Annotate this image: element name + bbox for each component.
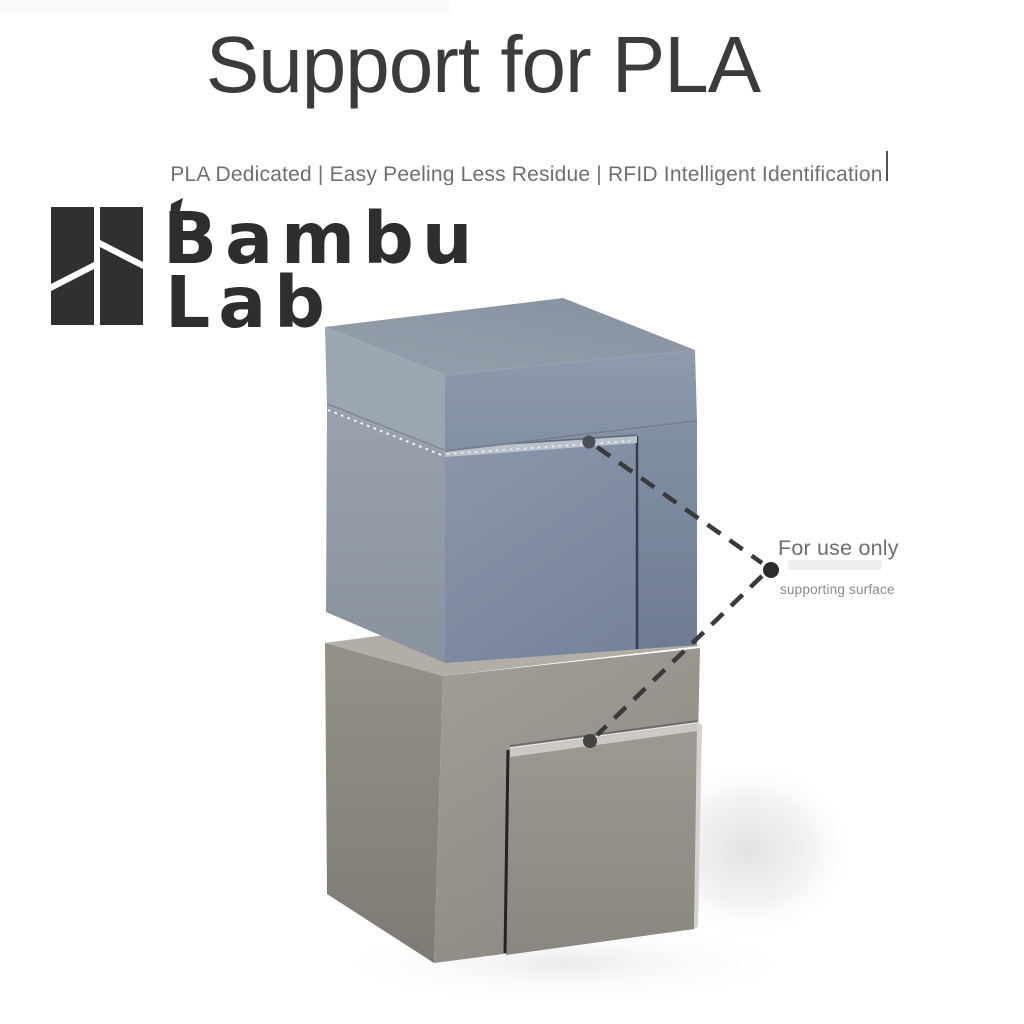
brand-wordmark-line1: Bambu xyxy=(163,197,481,280)
top-box-lid-left-face xyxy=(325,327,445,452)
ghost-text-artifact xyxy=(788,560,882,570)
callout-secondary-label: supporting surface xyxy=(780,582,895,597)
bambu-logo-icon xyxy=(51,198,183,325)
subtitle-clip: PLA Dedicated | Easy Peeling Less Residu… xyxy=(17,151,1024,185)
bottom-box-flap-seam xyxy=(503,749,510,954)
bottom-box-flap-edge xyxy=(694,722,702,929)
top-box-lid-front-face xyxy=(445,350,697,452)
bottom-box-flap xyxy=(506,724,697,955)
bottom-anchor-dot xyxy=(583,734,597,748)
top-box-body-front-face xyxy=(445,422,697,663)
brand-wordmark-line2: Lab xyxy=(165,261,333,344)
bottom-box-flap-highlight xyxy=(510,724,697,757)
top-box-body-left-face xyxy=(326,406,445,663)
perforation-dotted-line xyxy=(446,440,631,455)
subtitle-text: PLA Dedicated | Easy Peeling Less Residu… xyxy=(170,163,883,185)
top-box-flap xyxy=(637,428,697,649)
annotation-lines xyxy=(595,445,764,737)
page-title: Support for PLA xyxy=(205,20,761,109)
bottom-box-left-face xyxy=(325,643,443,963)
dashed-line-lower xyxy=(595,574,764,737)
callout-primary-label: For use only xyxy=(778,536,899,560)
logo-tick-icon xyxy=(170,198,183,220)
bottom-box xyxy=(325,608,702,963)
callout-dot xyxy=(763,562,779,578)
top-anchor-dot xyxy=(582,435,596,449)
dashed-line-upper xyxy=(595,445,764,565)
text-caret xyxy=(885,151,888,181)
top-band-artifact xyxy=(0,0,450,13)
top-box-top-face xyxy=(325,298,695,375)
